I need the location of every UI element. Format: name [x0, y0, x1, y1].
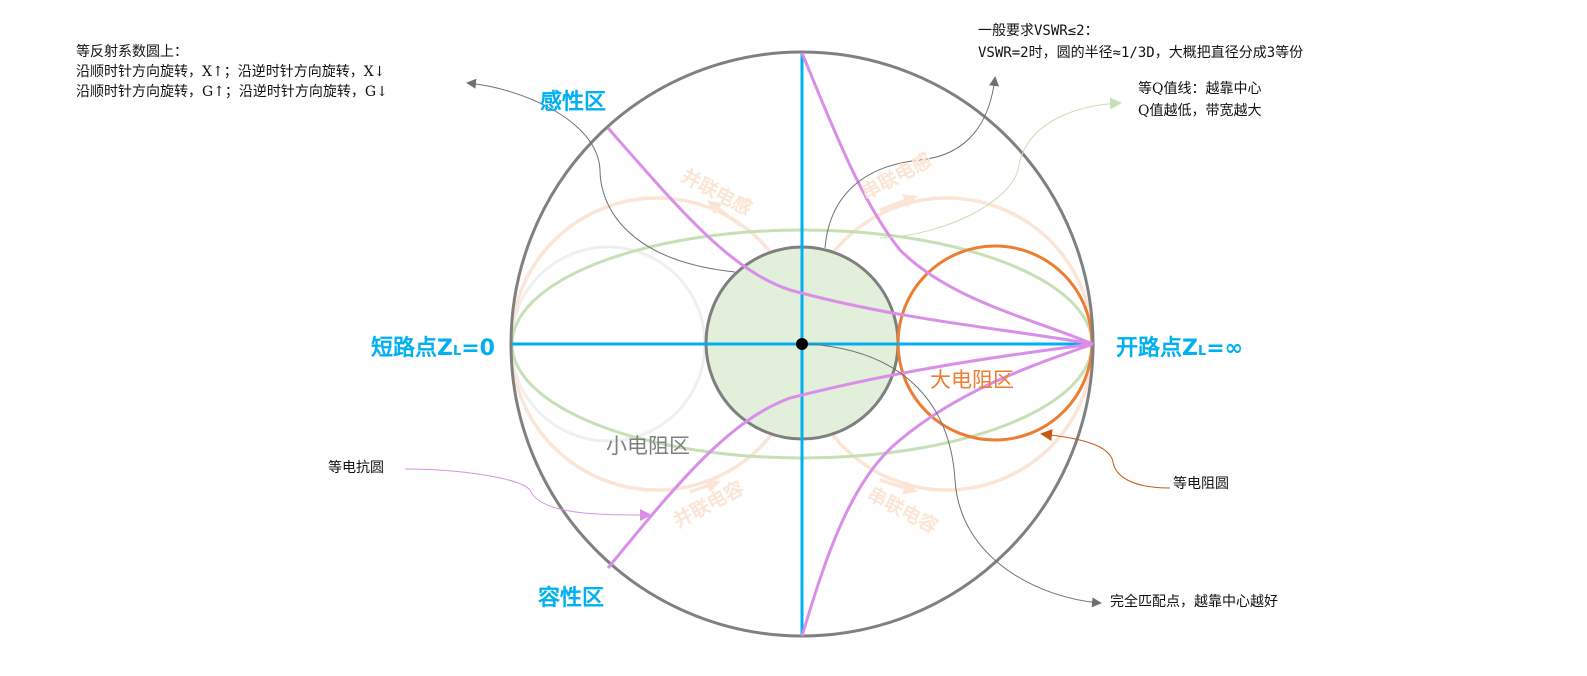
inductive-region-label: 感性区 — [540, 90, 607, 115]
short-point-subscript: L — [452, 344, 462, 359]
large-resistance-zone-label: 大电阻区 — [930, 368, 1014, 392]
match-note-leader — [807, 343, 1102, 608]
reflection-note-leader — [466, 78, 736, 273]
reflection-note-line1: 等反射系数圆上： — [76, 44, 188, 60]
open-point-subscript: L — [1197, 344, 1207, 359]
reactance-circle-note: 等电抗圆 — [328, 460, 384, 476]
reflection-circle-note: 等反射系数圆上： 沿顺时针方向旋转，X↑；沿逆时针方向旋转，X↓ 沿顺时针方向旋… — [76, 42, 388, 102]
open-point-prefix: 开路点Z — [1116, 336, 1198, 361]
reflection-note-line2: 沿顺时针方向旋转，X↑；沿逆时针方向旋转，X↓ — [76, 64, 386, 80]
reactance-curve-lower-inner — [800, 342, 1094, 637]
series-inductor-arrow-icon — [879, 194, 918, 212]
vswr-note-line2: VSWR=2时，圆的半径≈1/3D，大概把直径分成3等份 — [978, 45, 1304, 61]
short-point-prefix: 短路点Z — [371, 336, 453, 361]
reactance-note-leader — [404, 468, 652, 521]
match-point-note: 完全匹配点，越靠中心越好 — [1110, 594, 1278, 610]
q-line-note: 等Q值线：越靠中心 Q值越低，带宽越大 — [1138, 78, 1261, 122]
series-capacitor-arrow-icon — [879, 478, 918, 495]
q-note-leader — [879, 97, 1122, 239]
reflection-note-line3: 沿顺时针方向旋转，G↑；沿逆时针方向旋转，G↓ — [76, 84, 388, 100]
capacitive-region-label: 容性区 — [538, 586, 605, 611]
resistance-circle-note: 等电阻圆 — [1173, 476, 1229, 492]
open-circuit-point-label: 开路点ZL=∞ — [1116, 330, 1243, 362]
vswr-note: 一般要求VSWR≤2： VSWR=2时，圆的半径≈1/3D，大概把直径分成3等份 — [978, 20, 1303, 64]
small-resistance-zone-label: 小电阻区 — [606, 434, 690, 458]
resistance-note-leader — [1040, 429, 1171, 489]
short-point-suffix: =0 — [461, 336, 495, 361]
q-note-line1: 等Q值线：越靠中心 — [1138, 81, 1262, 97]
q-note-line2: Q值越低，带宽越大 — [1138, 103, 1262, 119]
vswr-note-line1: 一般要求VSWR≤2： — [978, 23, 1099, 39]
reactance-curve-lower-outer — [606, 342, 1094, 569]
reactance-curve-upper-outer — [606, 127, 1094, 346]
open-point-suffix: =∞ — [1206, 336, 1244, 361]
shunt-capacitor-arrow-icon — [689, 479, 721, 494]
short-circuit-point-label: 短路点ZL=0 — [371, 330, 495, 362]
reactance-curve-upper-inner — [800, 52, 1094, 346]
match-point-dot — [796, 338, 808, 350]
shunt-inductor-arrow-icon — [707, 200, 742, 227]
series-inductor-label: 串联电感 — [858, 148, 936, 204]
vswr-note-leader — [824, 76, 1000, 249]
